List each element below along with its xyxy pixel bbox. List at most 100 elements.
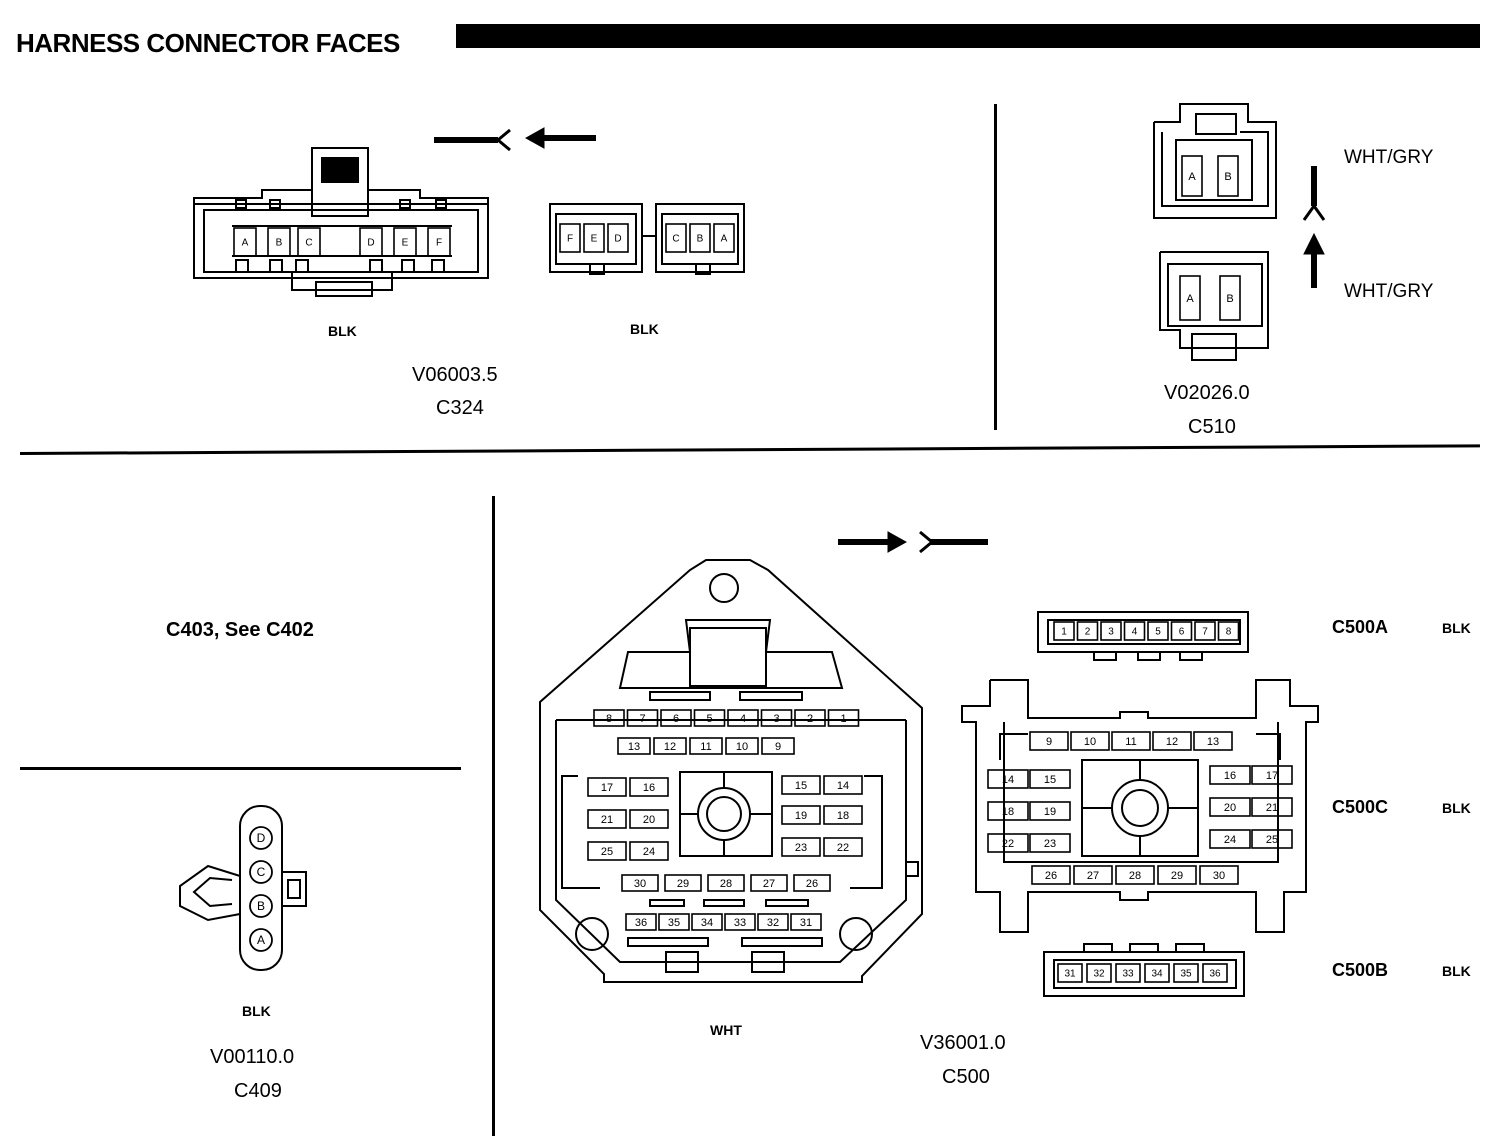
c500-pin-33-cell [724,913,756,931]
c500a-pin-6: 6 [1179,627,1185,638]
c500-pin-6: 6 [673,713,679,725]
c500c-pin-18-cell [987,801,1029,821]
c500-pin-22-cell [823,837,863,857]
c500-pin-31: 31 [800,917,812,929]
direction-arrows [434,127,1326,554]
c324-right-pin-l-D-cell [607,223,629,253]
c500-pin-10-cell [725,737,759,755]
c500c-pin-20-cell [1209,797,1251,817]
c500-pin-3: 3 [773,713,779,725]
c500-pin-15-cell [781,775,821,795]
c500-pin-26: 26 [806,878,818,890]
c500c-pin-13-cell [1193,731,1233,751]
c500-pin-7: 7 [639,713,645,725]
c324-right-pin-l-F: F [567,234,573,245]
c500-pin-7-cell [626,709,659,727]
c500-pin-36-cell [625,913,657,931]
c500c-pin-29-cell [1157,865,1197,885]
c324-left-pin-a: A [242,238,249,249]
c500b-pin-33-cell [1115,963,1141,983]
c500c-pin-28: 28 [1129,870,1141,882]
c500b-pin-31: 31 [1064,969,1076,980]
c500a-pin-1-cell [1053,621,1075,641]
c500-pin-8: 8 [606,713,612,725]
c500a-pin-8-cell [1217,621,1240,641]
c500c-pin-26: 26 [1045,870,1057,882]
c500c-pin-13: 13 [1207,736,1219,748]
c500-pin-26-cell [793,874,831,892]
c500-pin-34: 34 [701,917,713,929]
c500a-pin-1: 1 [1061,627,1067,638]
c324-left-color: BLK [328,323,357,339]
c500c-pin-19-cell [1029,801,1071,821]
c500-pin-2: 2 [807,713,813,725]
c500c-pin-26-cell [1031,865,1071,885]
c500-pin-12: 12 [664,741,676,753]
c500b-pin-31-cell [1057,963,1083,983]
c500c-connector [961,679,1319,933]
c500c-pin-25: 25 [1266,834,1278,846]
c500-pin-30-cell [621,874,659,892]
c500-pin-24: 24 [643,846,655,858]
c500c-pin-14-cell [987,769,1029,789]
c500b-label: C500B [1332,960,1389,980]
c500b-pin-34-cell [1144,963,1170,983]
c324-part-number: V06003.5 [412,364,498,386]
c500-pin-19: 19 [795,810,807,822]
c500-pin-35: 35 [668,917,680,929]
c510-bottom-color: WHT/GRY [1344,281,1434,302]
c500c-pin-16-cell [1209,765,1251,785]
c500a-pin-5-cell [1147,621,1169,641]
c500-pin-32: 32 [767,917,779,929]
c510-top-pin-A: A [1188,171,1196,183]
divider-top-vertical [994,104,997,430]
c500c-pin-11: 11 [1125,736,1136,748]
c500-pin-13-cell [617,737,651,755]
c500-pin-5: 5 [706,713,712,725]
c500-pin-21-cell [587,809,627,829]
c324-left-pin-f-cell [427,227,451,257]
c409-pin-d-circle [249,826,273,850]
c510-bottom-pin-B: B [1226,293,1233,305]
c500c-pin-9-cell [1029,731,1069,751]
c500-pin-12-cell [653,737,687,755]
c500a-pin-4-cell [1123,621,1146,641]
c500c-pin-21-cell [1251,797,1293,817]
c500-pin-23: 23 [795,842,807,854]
c409-pin-c-circle [249,860,273,884]
c500-pin-14: 14 [837,780,849,792]
c500-pin-19-cell [781,805,821,825]
c500-pin-30: 30 [634,878,646,890]
c500-pin-32-cell [757,913,789,931]
c500-pin-16: 16 [643,782,655,794]
c500-pin-22: 22 [837,842,849,854]
c500a-pin-8: 8 [1226,627,1232,638]
c510-bottom-pin-B-cell [1219,275,1241,321]
c510-bottom-pin-A-cell [1179,275,1201,321]
c409-pin-c: C [257,865,266,879]
c500c-pin-10-cell [1070,731,1110,751]
c409-color: BLK [242,1003,271,1019]
c500-pin-31-cell [790,913,822,931]
c500a-pin-5: 5 [1155,627,1161,638]
c500-pin-4: 4 [740,713,746,725]
c500-pin-20-cell [629,809,669,829]
c500-main-connector [539,559,923,983]
c510-bottom-pin-A: A [1186,293,1194,305]
c500c-pin-14: 14 [1002,774,1014,786]
c500-pin-10: 10 [736,741,748,753]
c500b-pin-32-cell [1086,963,1112,983]
c409-pin-b: B [257,899,265,913]
c500c-pin-30: 30 [1213,870,1225,882]
c500-pin-11-cell [689,737,723,755]
c500a-pin-4: 4 [1132,627,1138,638]
c324-left-pin-d-cell [359,227,383,257]
c409-connector [179,805,307,971]
c500b-pin-33: 33 [1122,969,1134,980]
c500c-pin-9: 9 [1046,736,1052,748]
c500-pin-14-cell [823,775,863,795]
c500c-pin-17-cell [1251,765,1293,785]
c324-right-pin-r-C: C [672,234,679,245]
c500a-pin-3: 3 [1108,627,1114,638]
c500-pin-1: 1 [840,713,846,725]
